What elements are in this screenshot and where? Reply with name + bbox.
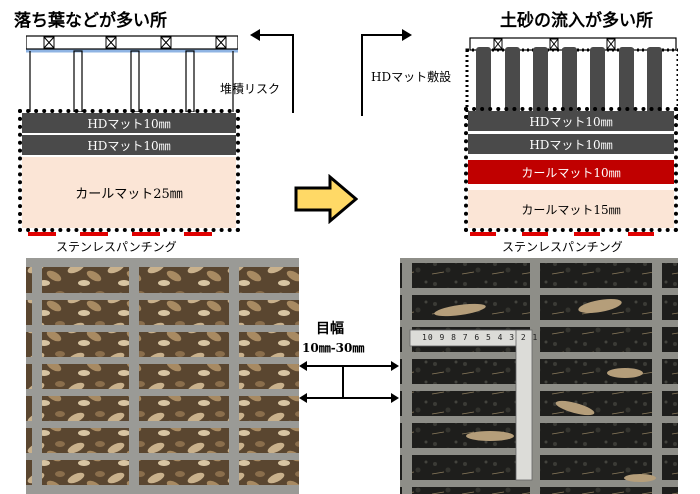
left-grating-diagram [26,35,238,112]
left-layer-stack [18,109,240,232]
right-curl-mat: カールマット15㎜ [468,190,674,228]
ruler-numbers: 10 9 8 7 6 5 4 3 2 1 [422,333,539,342]
left-curl-mat: カールマット25㎜ [22,157,236,228]
left-punching-marks [28,232,212,236]
left-hd-mat-2: HDマット10㎜ [22,135,236,155]
mesh-width-value: 10㎜-30㎜ [302,341,365,355]
action-bracket [361,29,412,116]
left-hd-mat-1: HDマット10㎜ [22,113,236,133]
risk-label: 堆積リスク [220,82,281,96]
right-punching-label: ステンレスパンチング [502,240,623,254]
right-punching-marks [470,232,654,236]
mesh-width-arrows [299,361,399,403]
left-title: 落ち葉などが多い所 [14,11,167,31]
left-punching-label: ステンレスパンチング [56,240,177,254]
right-hd-mat-1: HDマット10㎜ [468,111,674,131]
right-hd-mat-2: HDマット10㎜ [468,134,674,154]
action-label: HDマット敷設 [371,70,452,84]
right-layer-stack [464,107,678,232]
right-arrow-icon [294,174,358,224]
right-grating-diagram [465,37,678,120]
right-title: 土砂の流入が多い所 [500,11,653,31]
hd-mat-grating-photo: 10 9 8 7 6 5 4 3 2 1 [400,258,678,494]
risk-bracket [250,29,294,113]
measuring-ruler [409,329,533,481]
leaf-grating-photo [26,258,299,494]
mesh-width-label: 目幅 [316,321,344,337]
grating-clip-icons [43,36,227,49]
right-curl-mat-red: カールマット10㎜ [468,160,674,184]
